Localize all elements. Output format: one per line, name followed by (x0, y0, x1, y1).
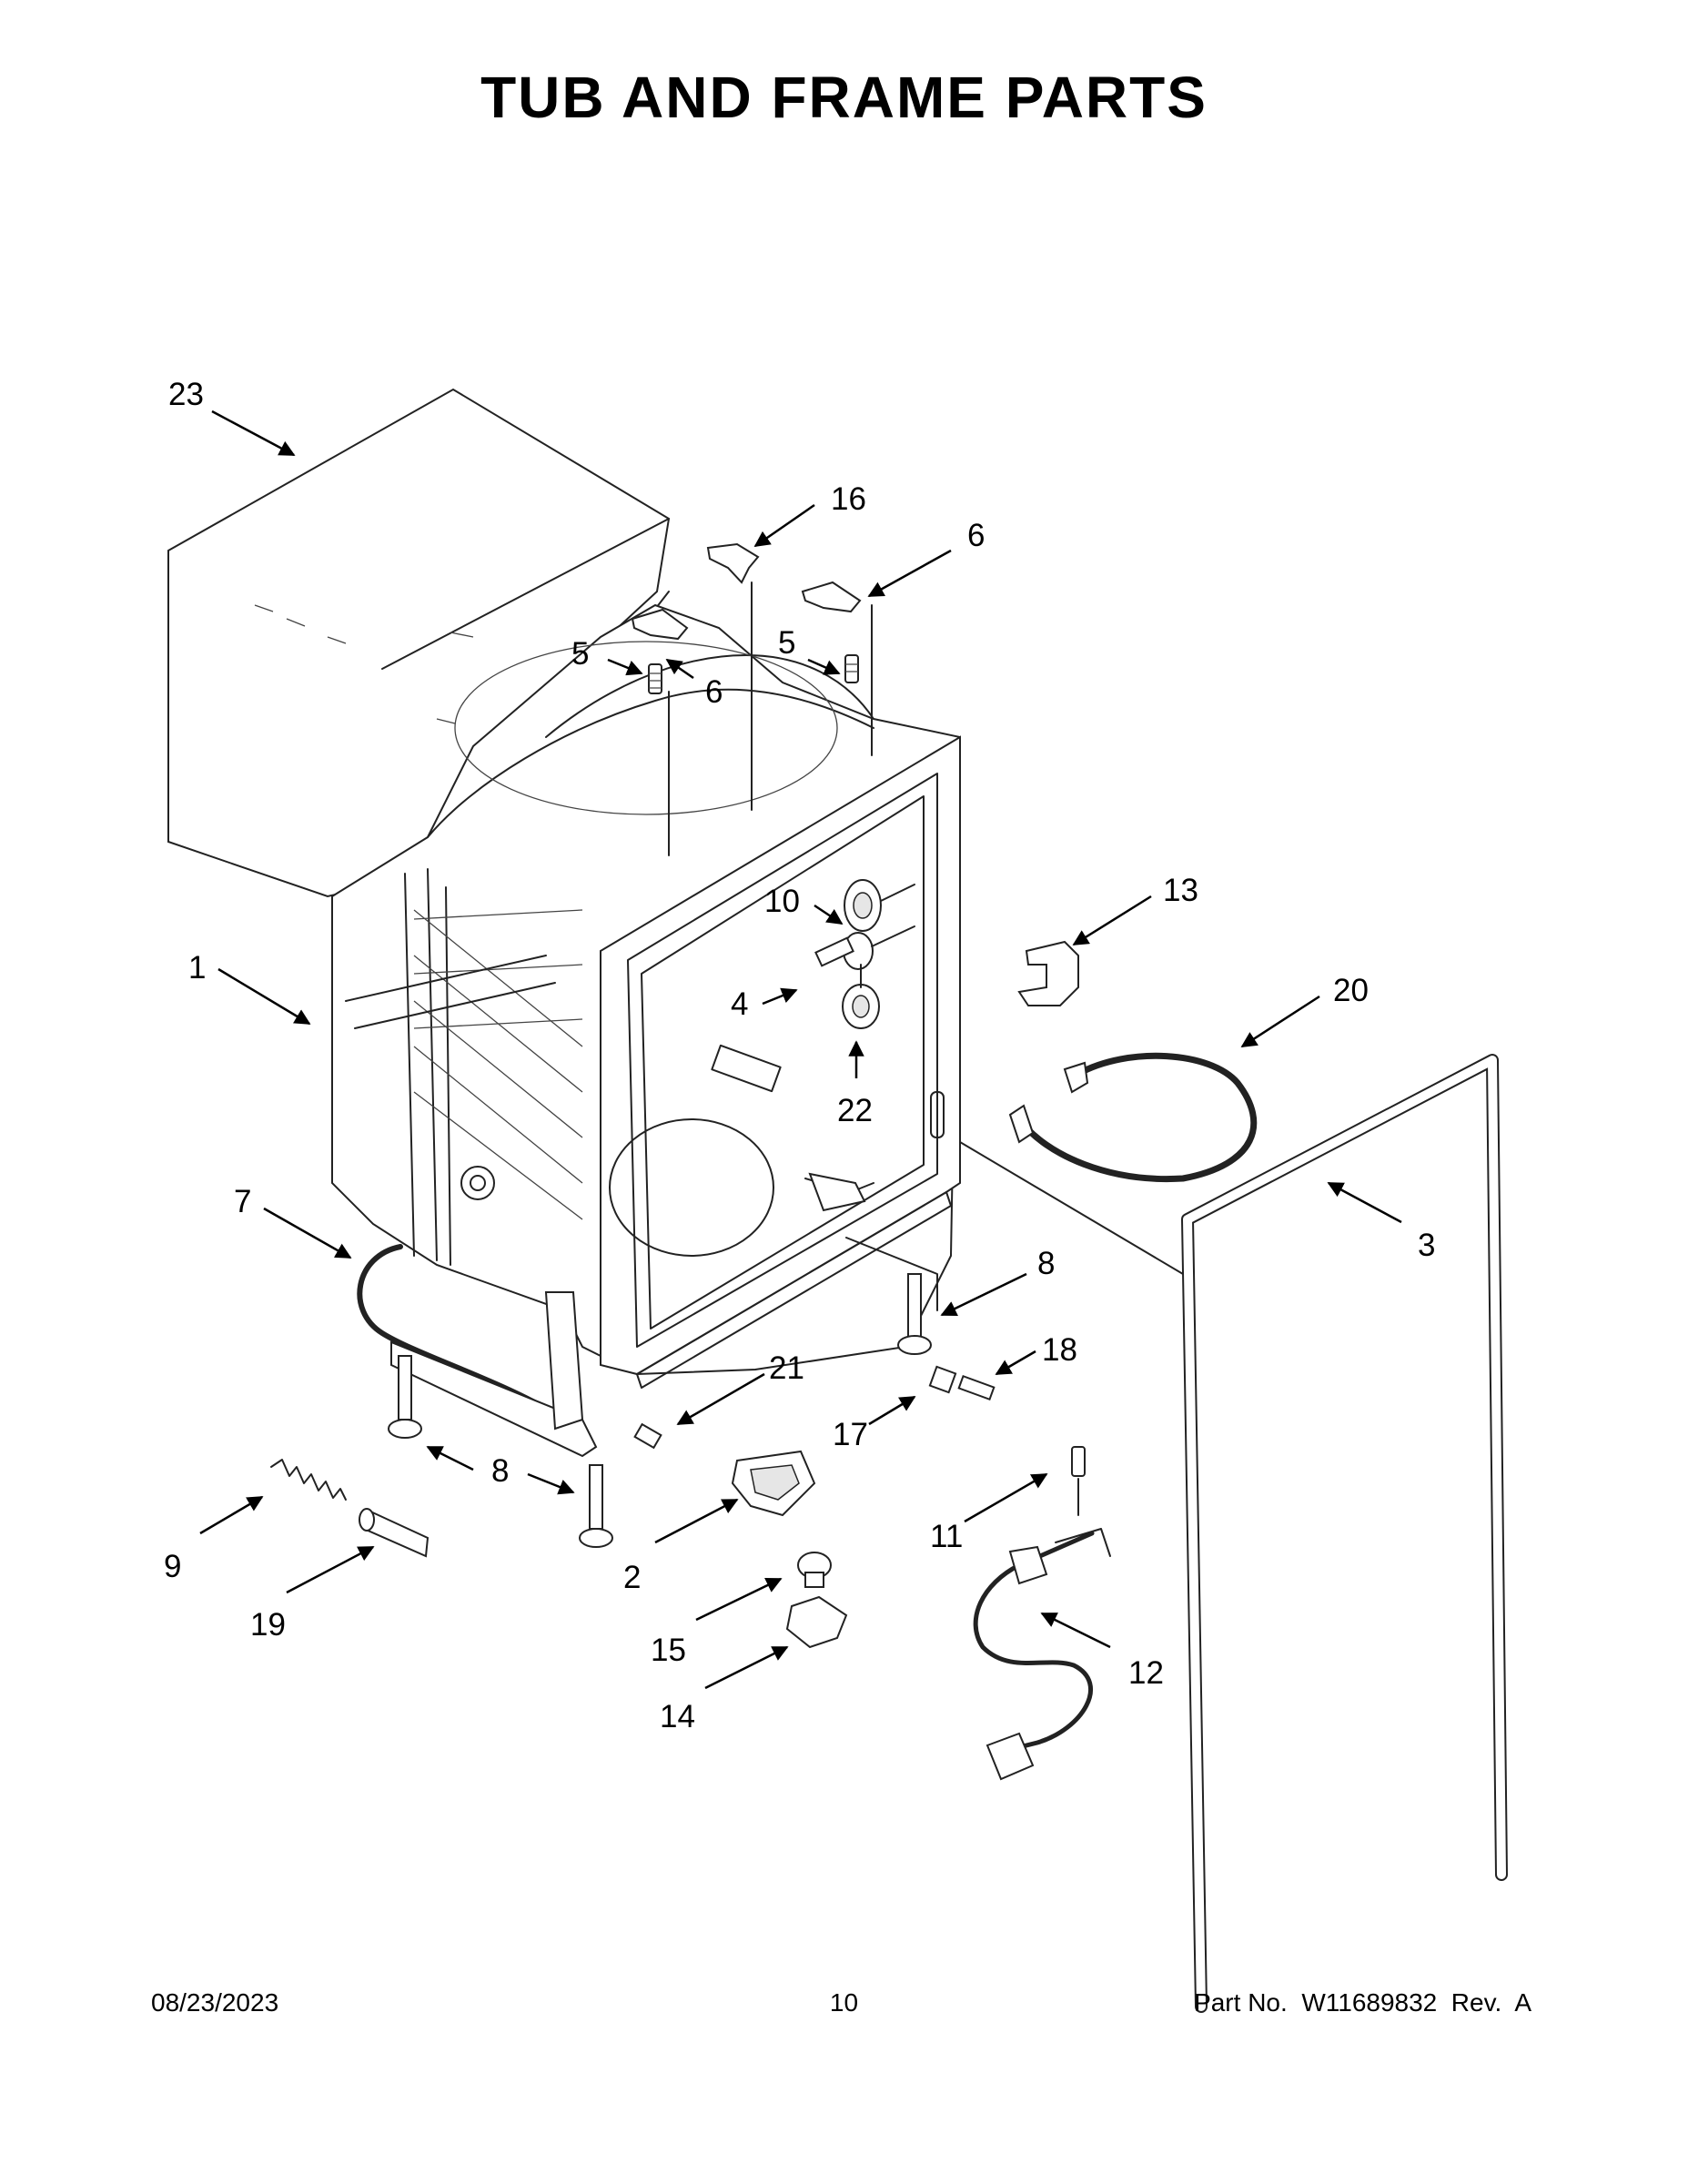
callout-21: 21 (769, 1350, 804, 1386)
callout-5-left: 5 (571, 636, 589, 672)
part-9-spring (270, 1459, 347, 1501)
callout-8-right: 8 (1037, 1246, 1055, 1281)
part-22-seal (842, 964, 880, 1029)
callout-6-right: 6 (967, 518, 985, 553)
callout-16: 16 (831, 481, 866, 517)
callout-7: 7 (234, 1184, 251, 1219)
footer-part-number: Part No. W11689832 Rev. A (1194, 1988, 1531, 2017)
part-20-hose (1008, 1052, 1258, 1183)
part-12-power-cord (973, 1528, 1111, 1781)
part-5-screw-left (648, 663, 662, 694)
part-8-leg-left (388, 1355, 422, 1439)
callout-5-right: 5 (778, 625, 795, 661)
callout-9: 9 (164, 1549, 181, 1584)
callout-17: 17 (833, 1417, 868, 1452)
callout-22: 22 (837, 1093, 873, 1128)
callout-10: 10 (764, 884, 800, 919)
page-title: TUB AND FRAME PARTS (480, 65, 1208, 130)
callout-1: 1 (188, 950, 206, 986)
callout-18: 18 (1042, 1332, 1077, 1368)
part-8-leg-right (897, 1273, 932, 1355)
insulation-blanket (167, 388, 671, 898)
part-13-bracket (1017, 940, 1079, 1006)
part-4-fitting (814, 925, 915, 970)
part-19-pad (359, 1508, 430, 1558)
part-3-door-gasket (959, 1054, 1508, 2013)
base-rail (390, 1291, 598, 1458)
callout-3: 3 (1418, 1228, 1435, 1263)
part-21-screw (633, 1422, 662, 1450)
part-16-bracket (706, 542, 760, 811)
part-6-bracket-left (631, 608, 689, 856)
part-11-screw (1071, 1446, 1086, 1516)
part-5-screw-right (844, 654, 859, 683)
callout-4: 4 (731, 986, 748, 1022)
part-15-sensor (797, 1552, 832, 1588)
leader-arrows (199, 410, 1402, 1690)
footer-page-number: 10 (829, 1988, 859, 2017)
callout-14: 14 (660, 1699, 695, 1734)
part-2-sump (731, 1450, 816, 1517)
callout-8-left: 8 (491, 1453, 509, 1489)
callout-19: 19 (250, 1607, 286, 1643)
part-17-clip (928, 1365, 957, 1394)
part-14-base (785, 1595, 848, 1649)
part-6-bracket-right (801, 581, 873, 756)
callout-23: 23 (168, 377, 204, 412)
callout-20: 20 (1333, 973, 1369, 1008)
callout-12: 12 (1128, 1655, 1164, 1691)
callout-2: 2 (623, 1560, 641, 1595)
part-8-leg-center (579, 1464, 613, 1548)
callout-13: 13 (1163, 873, 1198, 908)
callout-15: 15 (651, 1633, 686, 1668)
callout-6-left: 6 (705, 674, 723, 710)
footer-date: 08/23/2023 (151, 1988, 279, 2017)
part-18-screw (957, 1374, 996, 1401)
part-10-gasket (844, 879, 915, 932)
callout-11: 11 (930, 1519, 963, 1554)
